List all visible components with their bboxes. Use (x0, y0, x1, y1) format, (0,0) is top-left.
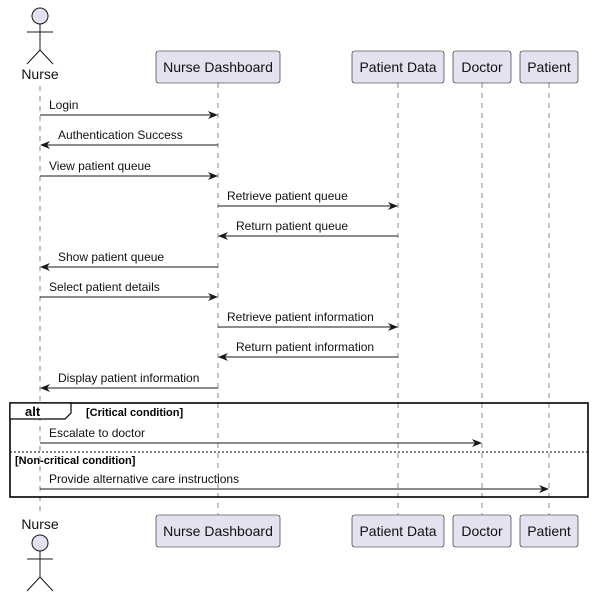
message-select-patient-details: Select patient details (40, 280, 218, 301)
message-label: Show patient queue (58, 250, 164, 264)
message-display-patient-information: Display patient information (40, 371, 218, 392)
alt-frame-tab (9, 402, 72, 420)
actor-label: Nurse (21, 516, 59, 532)
message-return-patient-information: Return patient information (218, 340, 398, 361)
message-label: Retrieve patient information (227, 310, 374, 324)
message-label: Return patient queue (236, 219, 348, 233)
participant-label: Doctor (461, 59, 503, 75)
participant-doctor-bottom: Doctor (452, 514, 512, 548)
guard-non-critical: [Non-critical condition] (15, 455, 136, 467)
message-provide-alternative-care-instructions: Provide alternative care instructions (40, 472, 549, 493)
actor-head (31, 7, 49, 25)
alt-fragment: alt [Critical condition] [Non-critical con… (9, 402, 589, 498)
participant-box (452, 514, 512, 548)
alt-keyword: alt (25, 404, 41, 419)
participant-box (155, 50, 281, 84)
message-label: Retrieve patient queue (227, 189, 348, 203)
alt-frame-border (9, 402, 589, 498)
guard-critical: [Critical condition] (86, 407, 184, 419)
message-label: Display patient information (58, 371, 199, 385)
participant-patient-bottom: Patient (519, 514, 579, 548)
message-show-patient-queue: Show patient queue (40, 250, 218, 271)
message-label: View patient queue (49, 159, 151, 173)
message-retrieve-patient-information: Retrieve patient information (218, 310, 398, 331)
participant-nurse-dashboard-bottom: Nurse Dashboard (155, 514, 281, 548)
actor-nurse-top: Nurse (21, 7, 59, 82)
participant-label: Patient Data (359, 523, 436, 539)
message-label: Return patient information (236, 340, 374, 354)
message-view-patient-queue: View patient queue (40, 159, 218, 180)
participant-label: Patient (527, 523, 571, 539)
message-escalate-to-doctor: Escalate to doctor (40, 426, 482, 447)
message-authentication-success: Authentication Success (40, 128, 218, 149)
message-label: Provide alternative care instructions (49, 472, 239, 486)
actor-head (31, 534, 49, 552)
message-label: Escalate to doctor (49, 426, 145, 440)
message-login: Login (40, 98, 218, 119)
participant-patient-top: Patient (519, 50, 579, 84)
participant-box (351, 514, 445, 548)
message-label: Authentication Success (58, 128, 183, 142)
participant-label: Patient Data (359, 59, 436, 75)
participant-box (452, 50, 512, 84)
participant-patient-data-bottom: Patient Data (351, 514, 445, 548)
participant-box (351, 50, 445, 84)
actor-nurse-bottom: Nurse (21, 516, 59, 592)
participant-nurse-dashboard-top: Nurse Dashboard (155, 50, 281, 84)
participant-label: Nurse Dashboard (163, 523, 273, 539)
participant-label: Patient (527, 59, 571, 75)
participant-doctor-top: Doctor (452, 50, 512, 84)
message-return-patient-queue: Return patient queue (218, 219, 398, 240)
actor-body (26, 551, 54, 592)
message-label: Login (49, 98, 78, 112)
actor-body (26, 24, 54, 65)
actor-label: Nurse (21, 66, 59, 82)
message-label: Select patient details (49, 280, 160, 294)
participant-label: Nurse Dashboard (163, 59, 273, 75)
participant-box (519, 50, 579, 84)
message-retrieve-patient-queue: Retrieve patient queue (218, 189, 398, 210)
participant-patient-data-top: Patient Data (351, 50, 445, 84)
participant-box (519, 514, 579, 548)
participant-label: Doctor (461, 523, 503, 539)
participant-box (155, 514, 281, 548)
